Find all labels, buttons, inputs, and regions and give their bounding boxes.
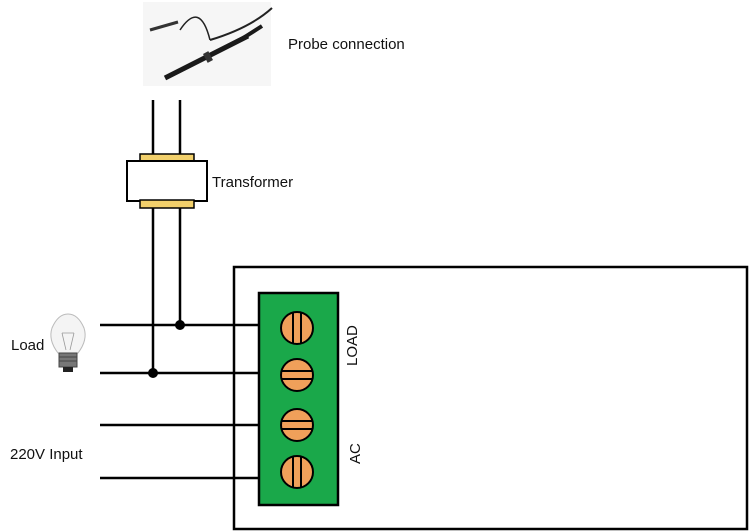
probe-icon: [143, 2, 273, 86]
transformer-label: Transformer: [212, 174, 293, 191]
junction-dot: [148, 368, 158, 378]
terminal-ac-label: AC: [347, 443, 364, 464]
screw-terminal-icon[interactable]: [280, 311, 314, 345]
transformer-icon: [126, 153, 208, 209]
input-label: 220V Input: [10, 446, 83, 463]
screw-terminal-icon[interactable]: [280, 455, 314, 489]
probe-label: Probe connection: [288, 36, 405, 53]
screw-terminal-icon[interactable]: [280, 358, 314, 392]
light-bulb-icon: [50, 313, 86, 372]
screw-terminal-icon[interactable]: [280, 408, 314, 442]
terminal-load-label: LOAD: [344, 325, 361, 366]
junction-dot: [175, 320, 185, 330]
load-label: Load: [11, 337, 44, 354]
